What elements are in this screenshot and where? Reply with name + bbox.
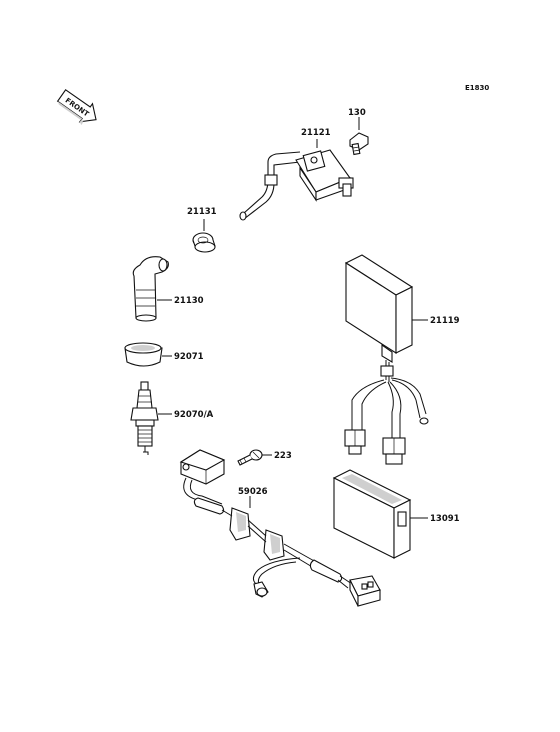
front-arrow-icon: FRONT (56, 89, 97, 126)
spark-plug-92070A (130, 381, 159, 455)
label-21119: 21119 (430, 316, 460, 326)
ignition-coil-21121 (239, 149, 354, 221)
figure-code: E1830 (465, 84, 489, 92)
label-92071: 92071 (174, 352, 204, 362)
label-92070A: 92070/A (174, 410, 214, 420)
bolt-130 (349, 132, 369, 156)
pickup-coil-harness (179, 449, 381, 607)
cdi-unit-21119 (344, 254, 429, 465)
label-21131: 21131 (187, 207, 217, 217)
label-21130: 21130 (174, 296, 204, 306)
case-13091 (332, 469, 412, 559)
boot-21131 (192, 232, 216, 253)
label-59026: 59026 (238, 487, 268, 497)
label-13091: 13091 (430, 514, 460, 524)
plug-cap-21130 (132, 256, 169, 322)
label-223: 223 (274, 451, 292, 461)
label-130: 130 (348, 108, 366, 118)
screw-223 (237, 449, 263, 466)
label-21121: 21121 (301, 128, 331, 138)
cap-92071 (124, 342, 163, 367)
